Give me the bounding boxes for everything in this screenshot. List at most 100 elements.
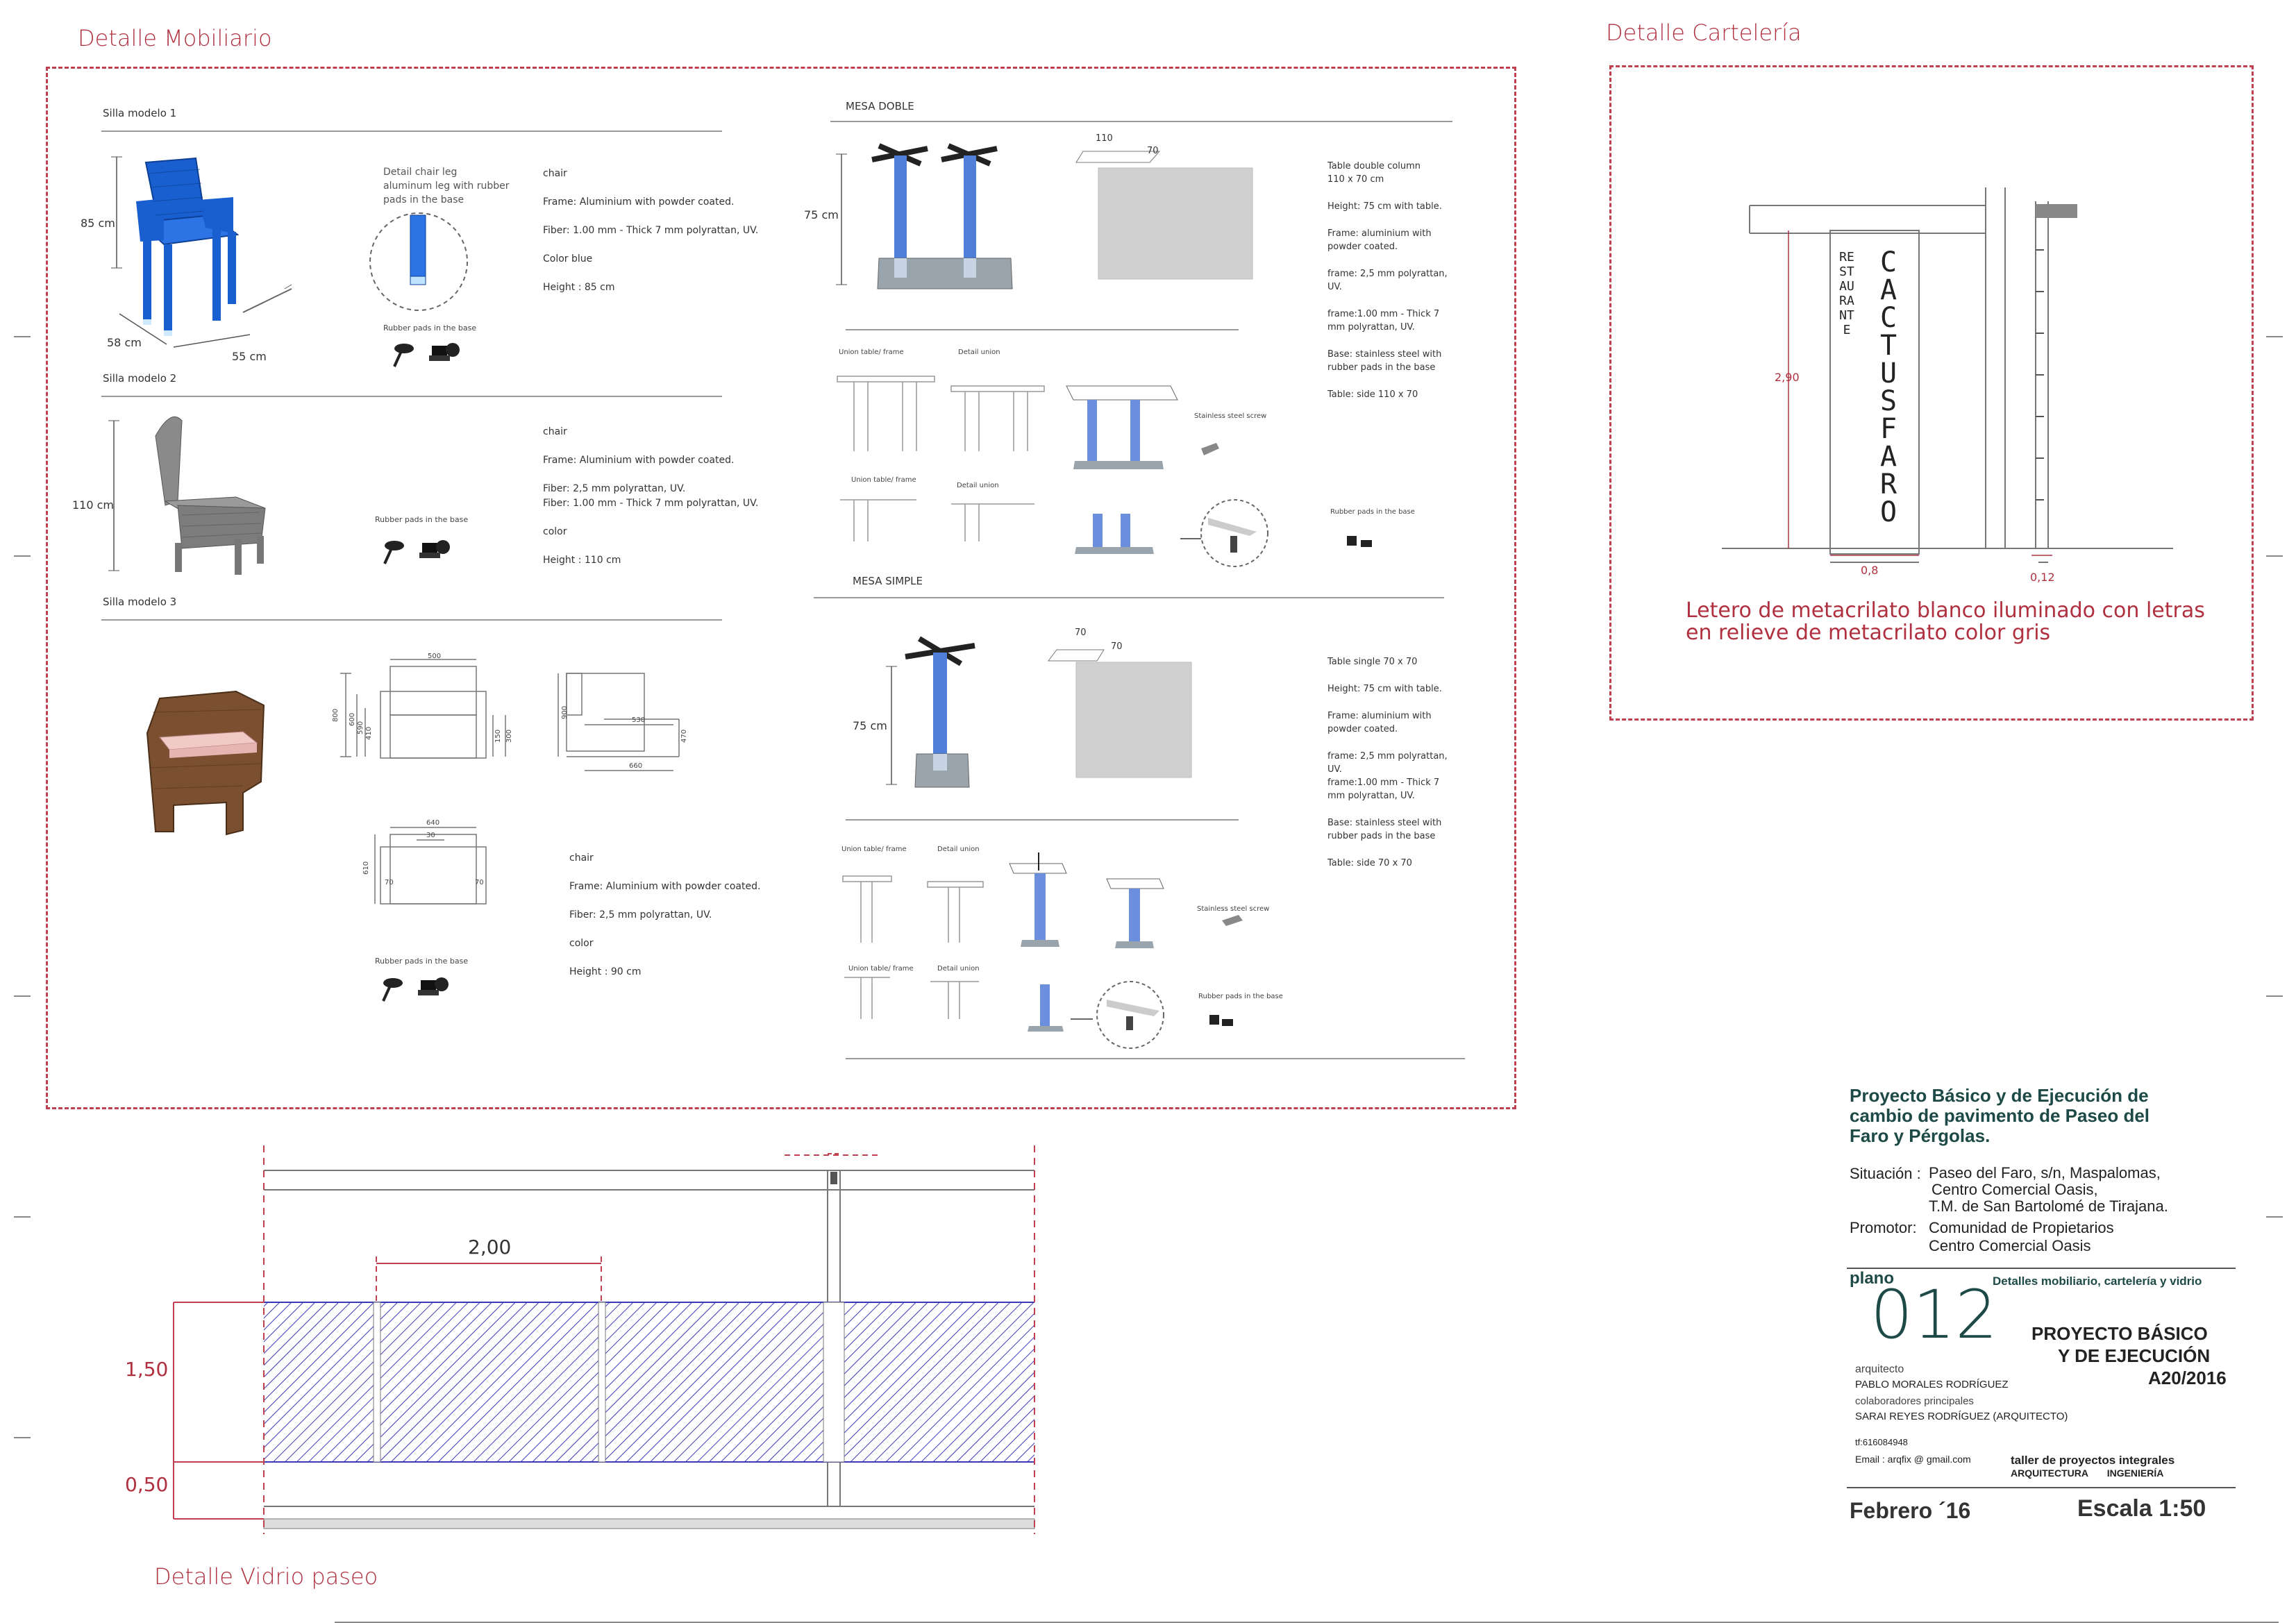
glass-dim-glass: 1,50 [125, 1358, 169, 1381]
mesa-doble-top [1075, 151, 1253, 280]
divider [814, 597, 1444, 598]
spec-line: Table: side 70 x 70 [1327, 858, 1412, 868]
spec-line: frame: 2,5 mm polyrattan, UV. frame:1.00… [1327, 751, 1448, 801]
divider [101, 131, 722, 132]
drawing-dim: 900 [561, 706, 569, 719]
detail-label: Union table/ frame [839, 348, 904, 356]
studio-name: taller de proyectos integrales [2011, 1454, 2175, 1467]
divider [101, 619, 722, 621]
situacion-line-3: T.M. de San Bartolomé de Tirajana. [1929, 1197, 2168, 1215]
chair-3-technical-drawing: 500 800 600 590 410 150 300 530 900 470 … [332, 653, 688, 905]
chair-2-title: Silla modelo 2 [103, 372, 177, 385]
detail-label: Detail union [937, 965, 980, 973]
email: Email : arqfix @ gmail.com [1855, 1454, 1971, 1465]
mesa-doble-dim-height: 75 cm [804, 208, 839, 221]
drawing-dim: 470 [680, 730, 688, 743]
situacion-line-2: Centro Comercial Oasis, [1932, 1181, 2098, 1198]
spec-line: chair [569, 852, 594, 864]
mesa-doble-title: MESA DOBLE [846, 100, 914, 112]
chair-2-pads-icon [383, 540, 450, 564]
drawing-dim: 150 [494, 730, 502, 743]
divider [846, 819, 1239, 821]
divider [101, 396, 722, 397]
chair-2-dim-height: 110 cm [72, 498, 115, 512]
mesa-simple-dim-top-w: 70 [1075, 628, 1087, 638]
chair-3-pads-icon [382, 977, 449, 1002]
sign-dim-width: 0,8 [1861, 564, 1879, 577]
mesa-simple-details [842, 852, 1243, 1049]
chair-1-spec: chair Frame: Aluminium with powder coate… [543, 167, 758, 309]
spec-line: Base: stainless steel with rubber pads i… [1327, 818, 1442, 841]
chair-2-pads-label: Rubber pads in the base [375, 515, 469, 524]
plano-number: 012 [1870, 1276, 1998, 1354]
mesa-doble-dim-top-w: 110 [1096, 133, 1113, 144]
drawing-dim: 300 [505, 730, 513, 743]
carteleria-frame [1609, 65, 2254, 721]
sign-caption-line-2: en relieve de metacrilato color gris [1686, 621, 2051, 645]
drawing-dim: 590 [357, 721, 364, 734]
scale: Escala 1:50 [2077, 1495, 2206, 1522]
mesa-simple-dim-top-d: 70 [1111, 641, 1123, 652]
mesa-doble-details [837, 376, 1372, 567]
situacion-line-1: Paseo del Faro, s/n, Maspalomas, [1929, 1164, 2161, 1181]
drawing-dim: 530 [632, 716, 645, 724]
spec-line: color [569, 938, 594, 949]
date: Febrero ´16 [1850, 1498, 1971, 1523]
drawing-dim: 640 [426, 819, 439, 827]
spec-line: Table single 70 x 70 [1327, 657, 1418, 667]
chair-2-drawing [108, 417, 266, 575]
mobiliario-frame [46, 67, 1516, 1109]
margin-tick [14, 1216, 31, 1218]
drawing-dim: 610 [362, 861, 370, 875]
colaboradores-name: SARAI REYES RODRÍGUEZ (ARQUITECTO) [1855, 1411, 2068, 1422]
mesa-simple-title: MESA SIMPLE [853, 575, 923, 587]
chair-1-dim-depth: 58 cm [107, 336, 142, 349]
chair-1-drawing [111, 156, 292, 348]
promotor-label: Promotor: [1850, 1219, 1917, 1236]
spec-line: Color blue [543, 253, 593, 264]
promotor-line-1: Comunidad de Propietarios [1929, 1219, 2114, 1236]
mesa-simple-drawing [886, 636, 975, 788]
chair-3-drawing [146, 690, 265, 836]
project-title: Proyecto Básico y de Ejecución de cambio… [1850, 1085, 2150, 1146]
spec-line: Height : 85 cm [543, 282, 615, 293]
detail-label: Rubber pads in the base [1198, 993, 1283, 1000]
spec-line: Frame: aluminium with powder coated. [1327, 711, 1432, 734]
promotor-value: Comunidad de Propietarios Centro Comerci… [1929, 1219, 2114, 1255]
margin-tick [14, 995, 31, 997]
drawing-dim: 800 [332, 709, 340, 722]
chair-1-pads-label: Rubber pads in the base [383, 323, 477, 333]
margin-tick [14, 555, 31, 557]
project-code: A20/2016 [2148, 1368, 2227, 1388]
spec-line: frame: 2,5 mm polyrattan, UV. [1327, 269, 1448, 292]
plano-label: plano [1850, 1269, 1894, 1288]
spec-line: Height : 90 cm [569, 966, 642, 977]
studio-disciplines: ARQUITECTURA INGENIERÍA [2011, 1468, 2164, 1479]
detail-label: Rubber pads in the base [1330, 508, 1415, 516]
sign-text-restaurante: RESTAURANTE [1839, 250, 1854, 337]
drawing-dim: 660 [629, 762, 642, 770]
spec-line: Table double column 110 x 70 cm [1327, 161, 1421, 185]
detail-label: Stainless steel screw [1197, 905, 1270, 913]
section-title-mobiliario: Detalle Mobiliario [78, 25, 272, 51]
chair-1-pads-icon [393, 343, 460, 367]
detail-label: Detail union [937, 846, 980, 853]
promotor-line-2: Centro Comercial Oasis [1929, 1237, 2091, 1254]
drawing-dim: 30 [426, 832, 435, 839]
sign-caption-line-1: Letero de metacrilato blanco iluminado c… [1686, 598, 2205, 623]
spec-line: Height: 75 cm with table. [1327, 684, 1442, 694]
spec-line: Frame: aluminium with powder coated. [1327, 228, 1432, 252]
detail-label: Detail union [957, 482, 999, 489]
drawing-dim: 410 [365, 727, 373, 740]
glass-dim-span: 2,00 [468, 1236, 512, 1259]
project-type-2: Y DE EJECUCIÓN [2058, 1345, 2211, 1366]
chair-3-title: Silla modelo 3 [103, 596, 177, 608]
spec-line: Fiber: 2,5 mm polyrattan, UV. [569, 909, 712, 920]
divider [830, 121, 1452, 122]
spec-line: Frame: Aluminium with powder coated. [543, 196, 735, 208]
bottom-rule [335, 1622, 2279, 1623]
chair-2-spec: chair Frame: Aluminium with powder coate… [543, 425, 758, 582]
detail-label: Union table/ frame [848, 965, 914, 973]
arquitecto-label: arquitecto [1855, 1363, 1904, 1375]
detail-label: Detail union [958, 348, 1000, 356]
